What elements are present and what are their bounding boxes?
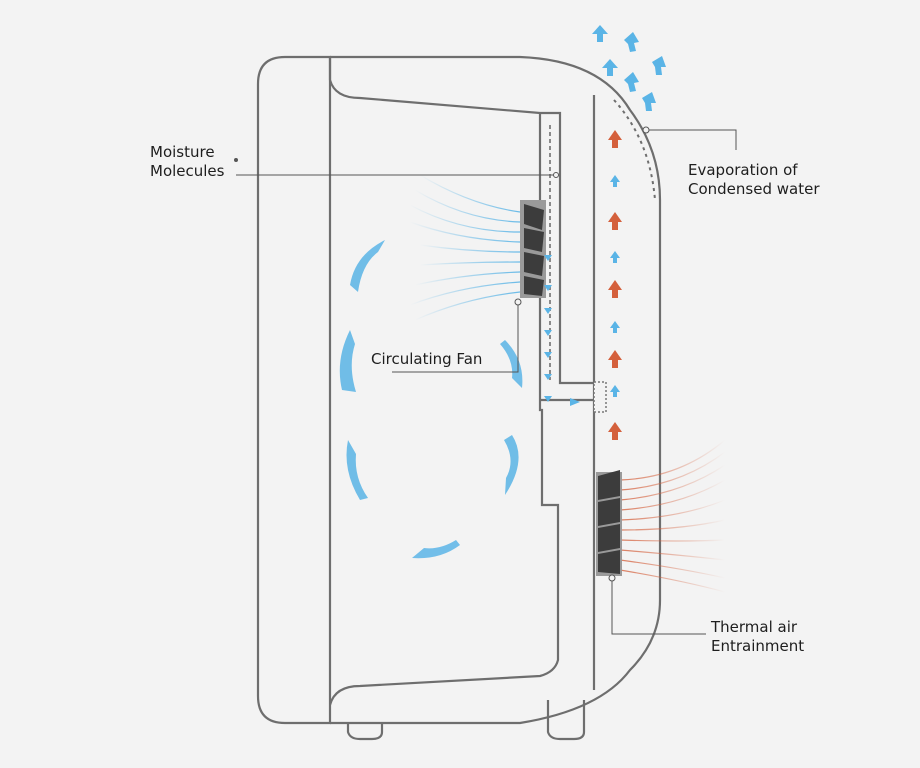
thermal-air-flow-lines xyxy=(619,439,726,593)
moist-air-flow-lines xyxy=(409,174,521,321)
condensate-down-arrows xyxy=(544,255,580,406)
rising-vapor-arrows xyxy=(608,130,622,440)
room-circulation-arrows xyxy=(339,240,523,559)
circulating-fan-label: Circulating Fan xyxy=(371,350,483,368)
moisture-molecules-label: Moisture Molecules xyxy=(150,143,225,180)
thermal-air-label: Thermal air Entrainment xyxy=(711,618,805,655)
drain-outlet xyxy=(593,381,607,413)
thermal-fan-icon xyxy=(596,470,622,576)
leader-lines xyxy=(234,126,737,635)
circulating-fan-icon xyxy=(520,200,546,298)
evaporation-label: Evaporation of Condensed water xyxy=(688,161,820,198)
evaporation-arrows xyxy=(592,25,666,111)
